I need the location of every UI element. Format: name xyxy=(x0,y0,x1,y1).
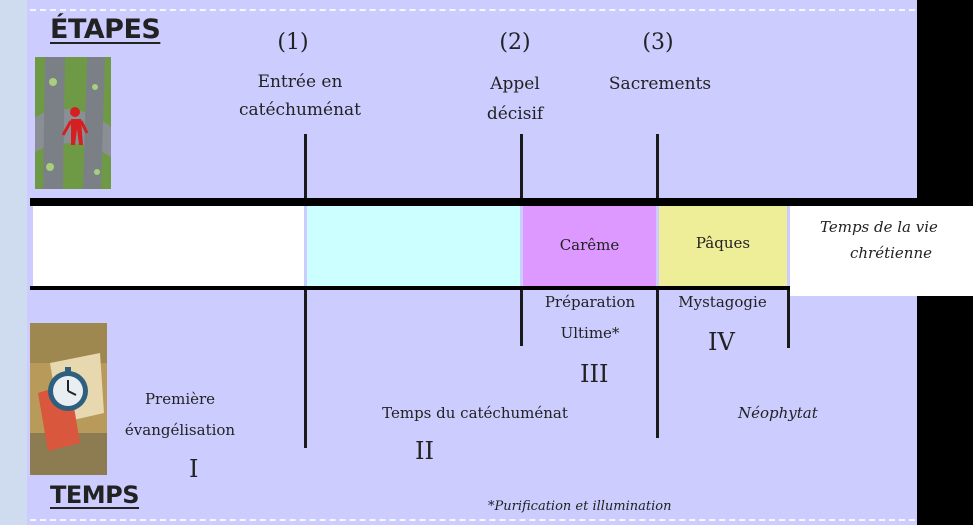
step-3-label: Sacrements xyxy=(608,74,712,94)
walking-person-icon xyxy=(35,57,111,189)
preparation-left-divider xyxy=(520,290,523,346)
vie-chretienne-line2: chrétienne xyxy=(850,244,933,262)
temps-heading: TEMPS xyxy=(50,481,140,509)
preparation-line2: Ultime* xyxy=(560,324,620,342)
left-border xyxy=(0,0,27,525)
evangelisation-line2: évangélisation xyxy=(124,421,236,439)
mystagogie-right-divider xyxy=(787,290,790,348)
band-evangelisation xyxy=(33,206,304,286)
step-3-tick xyxy=(656,134,659,200)
step-3-number: (3) xyxy=(642,30,674,55)
step-2-number: (2) xyxy=(499,30,531,55)
step-1-label-line1: Entrée en xyxy=(257,72,343,92)
etapes-heading: ÉTAPES xyxy=(50,14,161,45)
step-1-tick xyxy=(304,134,307,200)
band-catechumenat xyxy=(307,206,520,286)
band-paques: Pâques xyxy=(659,206,787,286)
stopwatch-icon xyxy=(30,323,107,475)
paques-label: Pâques xyxy=(695,234,751,252)
catechumenat-numeral: II xyxy=(415,437,434,465)
period-1-divider xyxy=(304,290,307,448)
step-2-label-line2: décisif xyxy=(486,104,544,124)
step-1-label-line2: catéchuménat xyxy=(238,100,362,120)
mystagogie-label: Mystagogie xyxy=(678,293,767,311)
evangelisation-line1: Première xyxy=(144,390,216,408)
vie-chretienne-line1: Temps de la vie xyxy=(820,218,938,236)
band-bottom-border xyxy=(30,286,790,290)
step-2-tick xyxy=(520,134,523,200)
catechumenat-label: Temps du catéchuménat xyxy=(382,404,568,422)
careme-label: Carême xyxy=(559,236,620,254)
top-dashed-edge xyxy=(30,9,915,11)
neophytat-label: Néophytat xyxy=(738,404,818,422)
bottom-dashed-edge xyxy=(30,519,915,521)
band-vie-chretienne: Temps de la vie chrétienne xyxy=(790,206,973,296)
evangelisation-numeral: I xyxy=(189,455,199,483)
footnote: *Purification et illumination xyxy=(488,499,672,514)
step-2-label-line1: Appel xyxy=(490,74,540,94)
period-3-divider xyxy=(656,290,659,438)
mystagogie-numeral: IV xyxy=(708,328,735,356)
preparation-line1: Préparation xyxy=(544,293,636,311)
preparation-numeral: III xyxy=(580,360,609,388)
band-top-border xyxy=(30,198,920,206)
step-1-number: (1) xyxy=(277,30,309,55)
band-careme: Carême xyxy=(523,206,656,286)
